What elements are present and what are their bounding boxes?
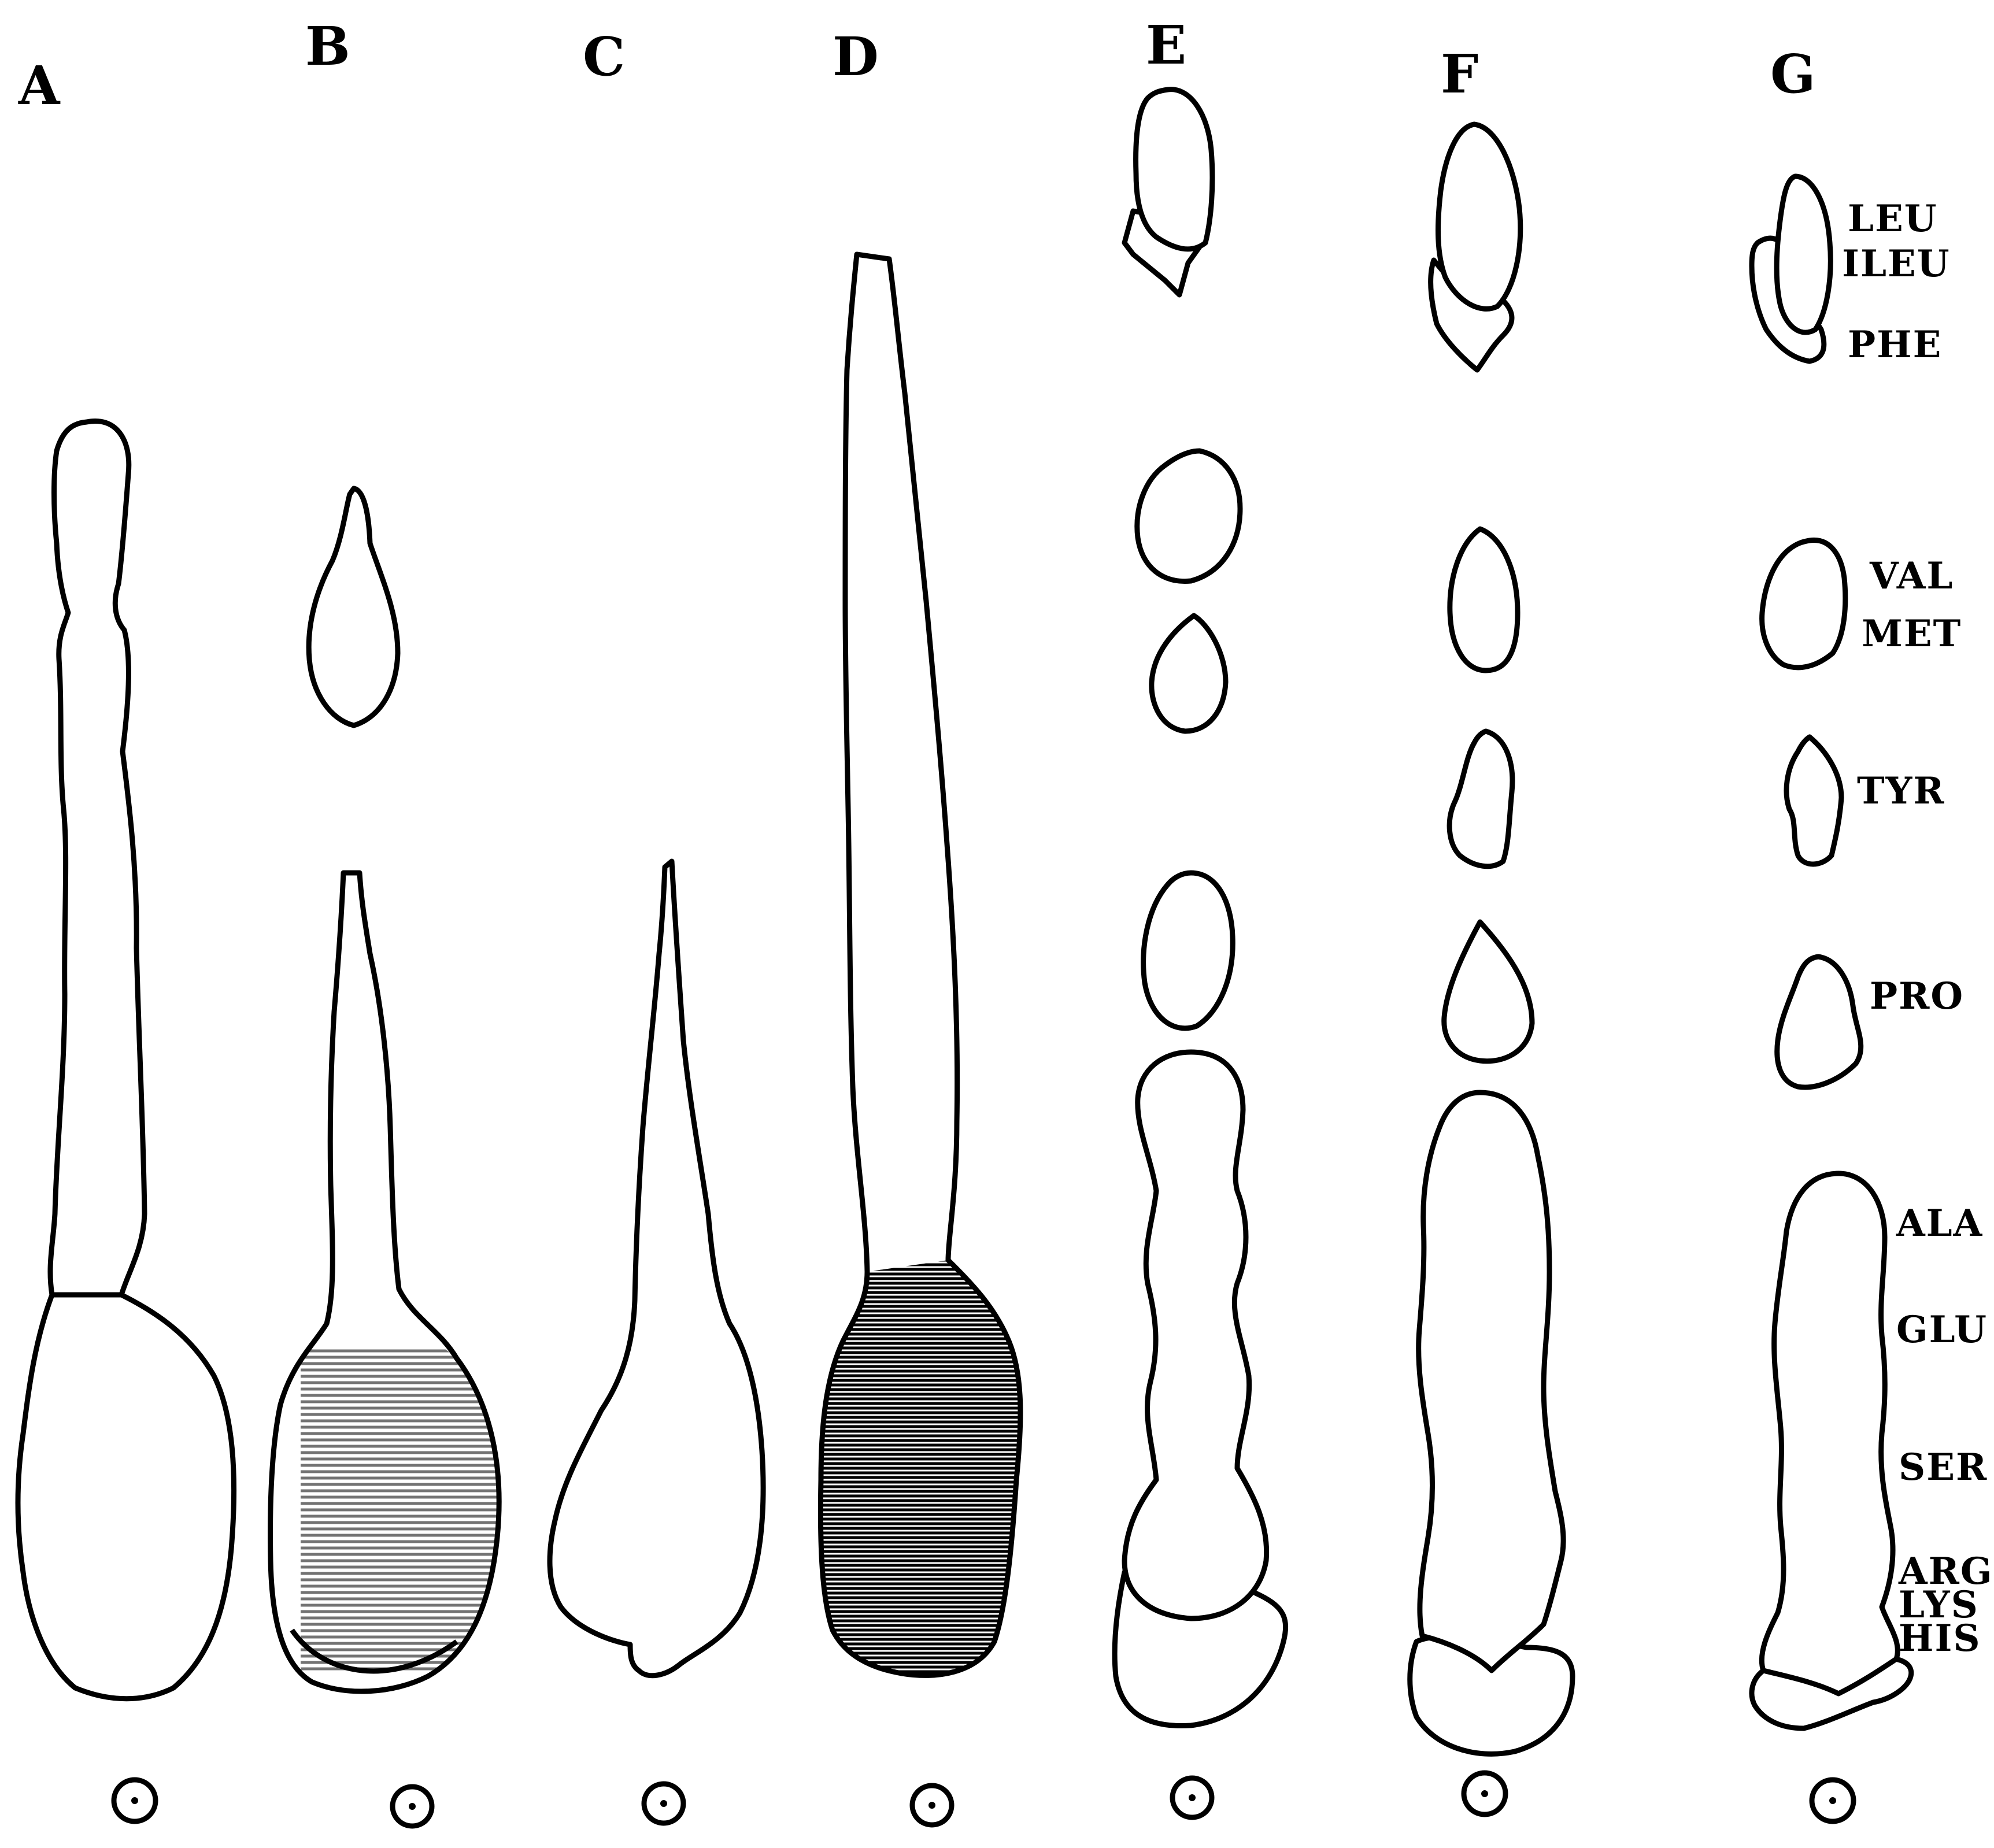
column-f-origin-dot	[1481, 1790, 1488, 1797]
column-g-spot-val	[1762, 540, 1845, 667]
column-a-upper-streak	[50, 421, 145, 1295]
column-label-c: C	[583, 25, 625, 88]
column-d-spots	[815, 254, 1029, 1825]
column-b-spots	[271, 488, 500, 1826]
amino-label-ala: ALA	[1896, 1202, 1983, 1245]
column-g-spot-pro	[1777, 957, 1861, 1087]
column-f-spot-2	[1450, 529, 1518, 671]
column-f-lower-streak	[1419, 1092, 1563, 1671]
column-label-b: B	[305, 15, 350, 77]
column-c-spots	[550, 861, 763, 1823]
amino-label-met: MET	[1862, 612, 1962, 655]
column-a-origin-dot	[131, 1797, 138, 1804]
amino-label-glu: GLU	[1896, 1308, 1988, 1351]
column-f-spots	[1410, 124, 1573, 1814]
column-b-upper-spot	[309, 488, 398, 725]
column-a-lower-spot	[18, 1295, 234, 1699]
column-f-spot-4	[1444, 922, 1532, 1061]
column-label-e: E	[1146, 14, 1186, 76]
amino-label-tyr: TYR	[1857, 769, 1945, 813]
column-g-lower-streak	[1762, 1173, 1897, 1694]
column-e-spots	[1115, 90, 1285, 1817]
column-b-origin-dot	[409, 1803, 416, 1810]
column-label-g: G	[1770, 43, 1816, 105]
column-e-spot-1	[1136, 90, 1212, 249]
column-label-a: A	[18, 54, 61, 117]
column-g-spot-leu	[1777, 176, 1830, 332]
column-e-spot-4	[1144, 873, 1233, 1028]
amino-label-ser: SER	[1899, 1446, 1988, 1489]
column-f-spot-1	[1438, 124, 1520, 309]
amino-label-ileu: ILEU	[1842, 242, 1951, 286]
amino-label-val: VAL	[1869, 554, 1954, 598]
column-g-origin-dot	[1829, 1797, 1836, 1804]
column-label-d: D	[833, 25, 879, 88]
amino-label-his: HIS	[1899, 1617, 1981, 1660]
column-c-origin-dot	[660, 1800, 667, 1807]
column-c-streak	[550, 861, 763, 1676]
column-g-spot-tyr	[1786, 737, 1841, 864]
column-e-spot-2	[1137, 451, 1240, 582]
column-f-spot-3	[1449, 731, 1512, 866]
column-e-lower-streak	[1124, 1052, 1267, 1619]
amino-label-pro: PRO	[1870, 975, 1964, 1018]
column-d-origin-dot	[928, 1802, 935, 1809]
column-d-dense-zone	[815, 1260, 1029, 1682]
column-a-spots	[18, 421, 234, 1821]
column-label-f: F	[1441, 43, 1478, 105]
amino-label-leu: LEU	[1848, 197, 1938, 240]
column-e-origin-dot	[1189, 1794, 1196, 1801]
column-b-dense-zone	[301, 1347, 497, 1671]
column-e-spot-3	[1152, 616, 1226, 731]
amino-label-phe: PHE	[1848, 323, 1942, 366]
